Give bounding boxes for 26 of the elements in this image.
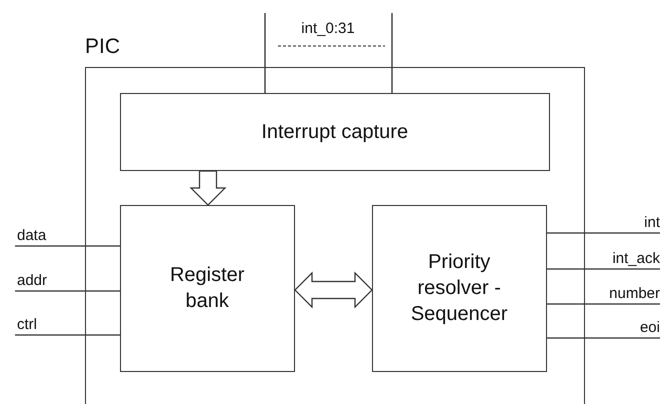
- signal-label: addr: [17, 272, 48, 290]
- signal-line: [15, 245, 120, 247]
- block-label: Register bank: [170, 263, 244, 314]
- signal-label: number: [609, 285, 660, 303]
- block-label: Priority resolver - Sequencer: [410, 250, 508, 328]
- function-block: [120, 204, 295, 372]
- signal-label: int: [644, 214, 660, 232]
- signal-label: ctrl: [17, 316, 37, 334]
- signal-label: eoi: [640, 319, 660, 337]
- signal-line: [547, 337, 660, 339]
- double-block-arrow: [294, 272, 373, 308]
- signal-label: int_ack: [612, 250, 660, 268]
- signal-line: [15, 290, 120, 292]
- signal-line: [391, 13, 393, 93]
- block-arrow: [190, 170, 226, 206]
- signal-line: [264, 13, 266, 93]
- signal-label: data: [17, 227, 46, 245]
- function-block: [120, 92, 550, 171]
- signal-line: [15, 334, 120, 336]
- function-block: [372, 204, 547, 372]
- block-title: PIC: [85, 34, 120, 60]
- signal-line: [547, 268, 660, 270]
- bus-label: int_0:31: [300, 20, 356, 38]
- signal-line: [547, 303, 660, 305]
- block-label: Interrupt capture: [261, 120, 408, 145]
- signal-line: [547, 232, 660, 234]
